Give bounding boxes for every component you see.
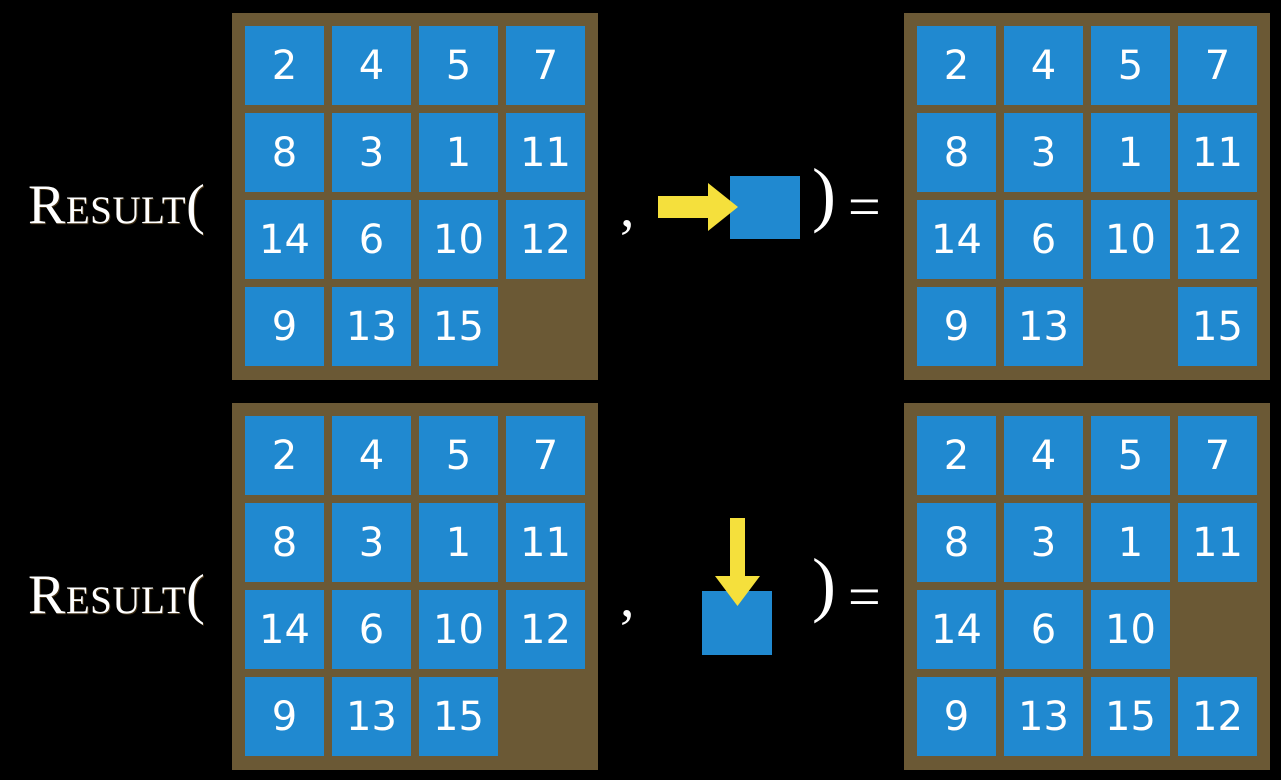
puzzle-tile[interactable]: 8 (917, 113, 996, 192)
puzzle-tile[interactable]: 3 (332, 113, 411, 192)
move-blank-tile (730, 176, 800, 239)
move-direction-glyph-right (650, 170, 810, 246)
puzzle-tile[interactable]: 15 (419, 677, 498, 756)
puzzle-blank-cell (506, 287, 585, 366)
puzzle-tile[interactable]: 9 (245, 287, 324, 366)
puzzle-tile[interactable]: 7 (506, 26, 585, 105)
result-function-label: Result( (28, 564, 206, 626)
puzzle-tile[interactable]: 4 (332, 26, 411, 105)
puzzle-tile[interactable]: 15 (419, 287, 498, 366)
puzzle-tile[interactable]: 1 (1091, 113, 1170, 192)
puzzle-tile[interactable]: 14 (245, 200, 324, 279)
puzzle-tile[interactable]: 5 (1091, 416, 1170, 495)
puzzle-tile[interactable]: 7 (1178, 416, 1257, 495)
puzzle-tile[interactable]: 10 (1091, 200, 1170, 279)
puzzle-tile[interactable]: 9 (245, 677, 324, 756)
puzzle-tile[interactable]: 11 (506, 113, 585, 192)
puzzle-tile[interactable]: 15 (1091, 677, 1170, 756)
equals-sign: = (848, 174, 881, 239)
equals-sign: = (848, 564, 881, 629)
puzzle-tile[interactable]: 6 (1004, 590, 1083, 669)
puzzle-tile[interactable]: 9 (917, 287, 996, 366)
puzzle-tile[interactable]: 13 (1004, 677, 1083, 756)
puzzle-tile[interactable]: 12 (1178, 200, 1257, 279)
puzzle-tile[interactable]: 14 (245, 590, 324, 669)
puzzle-tile[interactable]: 14 (917, 590, 996, 669)
argument-separator-comma: , (620, 564, 635, 629)
move-direction-glyph-down (698, 508, 808, 658)
puzzle-tile[interactable]: 8 (245, 113, 324, 192)
puzzle-tile[interactable]: 15 (1178, 287, 1257, 366)
puzzle-tile[interactable]: 5 (419, 416, 498, 495)
puzzle-tile[interactable]: 9 (917, 677, 996, 756)
puzzle-tile[interactable]: 2 (245, 416, 324, 495)
closing-paren: ) (812, 154, 836, 234)
puzzle-tile[interactable]: 1 (1091, 503, 1170, 582)
puzzle-tile[interactable]: 12 (1178, 677, 1257, 756)
puzzle-tile[interactable]: 4 (332, 416, 411, 495)
puzzle-blank-cell (1091, 287, 1170, 366)
puzzle-tile[interactable]: 10 (419, 200, 498, 279)
puzzle-tile[interactable]: 4 (1004, 26, 1083, 105)
puzzle-tile[interactable]: 2 (917, 26, 996, 105)
puzzle-tile[interactable]: 7 (506, 416, 585, 495)
puzzle-blank-cell (506, 677, 585, 756)
puzzle-tile[interactable]: 13 (1004, 287, 1083, 366)
argument-separator-comma: , (620, 174, 635, 239)
puzzle-tile[interactable]: 11 (506, 503, 585, 582)
puzzle-tile[interactable]: 6 (332, 200, 411, 279)
puzzle-tile[interactable]: 11 (1178, 113, 1257, 192)
puzzle-tile[interactable]: 8 (917, 503, 996, 582)
puzzle-tile[interactable]: 13 (332, 287, 411, 366)
puzzle-tile[interactable]: 10 (419, 590, 498, 669)
puzzle-tile[interactable]: 5 (419, 26, 498, 105)
closing-paren: ) (812, 544, 836, 624)
puzzle-tile[interactable]: 6 (1004, 200, 1083, 279)
arrow-right-icon (658, 183, 738, 231)
puzzle-tile[interactable]: 4 (1004, 416, 1083, 495)
puzzle-tile[interactable]: 3 (1004, 113, 1083, 192)
puzzle-blank-cell (1178, 590, 1257, 669)
puzzle-tile[interactable]: 12 (506, 590, 585, 669)
puzzle-tile[interactable]: 5 (1091, 26, 1170, 105)
puzzle-tile[interactable]: 12 (506, 200, 585, 279)
result-function-label: Result( (28, 174, 206, 236)
puzzle-tile[interactable]: 6 (332, 590, 411, 669)
puzzle-tile[interactable]: 3 (332, 503, 411, 582)
puzzle-tile[interactable]: 11 (1178, 503, 1257, 582)
arrow-down-icon (715, 518, 760, 606)
puzzle-tile[interactable]: 2 (917, 416, 996, 495)
puzzle-tile[interactable]: 13 (332, 677, 411, 756)
puzzle-tile[interactable]: 1 (419, 113, 498, 192)
puzzle-tile[interactable]: 8 (245, 503, 324, 582)
puzzle-tile[interactable]: 1 (419, 503, 498, 582)
puzzle-tile[interactable]: 14 (917, 200, 996, 279)
puzzle-tile[interactable]: 3 (1004, 503, 1083, 582)
puzzle-tile[interactable]: 7 (1178, 26, 1257, 105)
puzzle-tile[interactable]: 10 (1091, 590, 1170, 669)
puzzle-tile[interactable]: 2 (245, 26, 324, 105)
